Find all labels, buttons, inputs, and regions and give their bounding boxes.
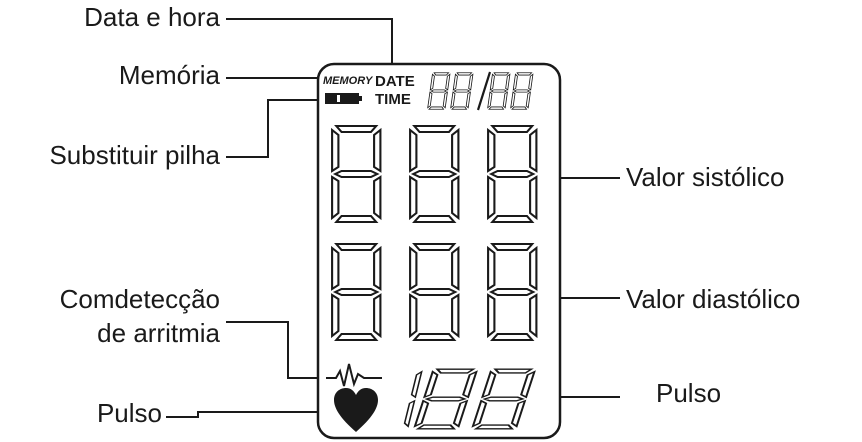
datetime-slash — [476, 71, 492, 111]
leader-lines — [166, 18, 620, 418]
leader-battery — [226, 99, 318, 158]
label-pulse-left: Pulso — [96, 398, 162, 428]
label-pulse-right: Pulso — [656, 378, 722, 408]
label-diastolic: Valor diastólico — [626, 284, 801, 314]
ecg-wave-icon — [326, 363, 382, 388]
leader-arrhythmia — [226, 321, 322, 379]
heart-icon — [334, 388, 378, 432]
battery-icon — [325, 93, 362, 104]
memory-indicator: MEMORY — [323, 75, 374, 87]
date-indicator: DATE — [375, 73, 415, 90]
label-arrhythmia-2: de arritmia — [97, 318, 220, 348]
label-systolic: Valor sistólico — [626, 162, 785, 192]
datetime-digits — [427, 71, 534, 111]
time-indicator: TIME — [375, 91, 411, 108]
label-battery: Substituir pilha — [49, 140, 220, 170]
label-arrhythmia-1: Comdetecção — [59, 284, 220, 314]
leader-heart — [166, 411, 335, 418]
leader-date-time — [226, 18, 393, 76]
label-date-time: Data e hora — [84, 2, 220, 32]
label-memory: Memória — [118, 60, 220, 90]
